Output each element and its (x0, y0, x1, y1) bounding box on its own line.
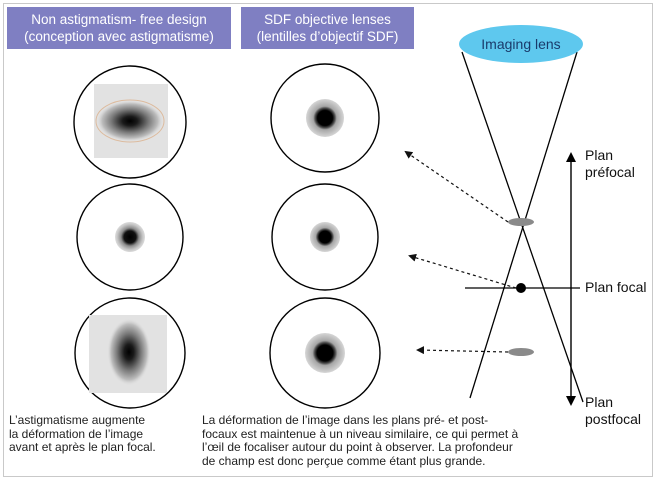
postfocal-arrow (416, 346, 509, 355)
astig-prefocal-spot (96, 100, 164, 142)
label-focal-plane: Plan focal (585, 279, 647, 295)
caption-left-line: la déformation de l’image (9, 426, 144, 441)
focal-point (516, 283, 526, 293)
imaging-lens (459, 25, 583, 63)
caption-left-line: L’astigmatisme augmente (9, 413, 146, 427)
depth-axis-arrow-up (566, 152, 576, 162)
postfocal-cross-section (508, 348, 534, 356)
header-sdf-line1: SDF objective lenses (264, 12, 391, 27)
header-sdf-lenses: SDF objective lenses (lentilles d’object… (241, 7, 414, 49)
label-postfocal-line2: postfocal (585, 411, 642, 427)
astig-focal-spot (115, 222, 145, 252)
astig-postfocal-spot (107, 318, 151, 386)
caption-right-line: l’œil de focaliser autour du point à obs… (202, 440, 513, 454)
sdf-prefocal-sample (270, 63, 380, 173)
imaging-lens-label: Imaging lens (481, 36, 560, 52)
prefocal-arrow (404, 150, 509, 223)
sdf-postfocal-sample (269, 297, 381, 409)
caption-right-line: de champ est donc perçue comme étant plu… (202, 453, 486, 468)
label-postfocal-line1: Plan (585, 394, 614, 410)
caption-right-line: La déformation de l’image dans les plans… (202, 413, 489, 427)
caption-sdf: La déformation de l’image dans les plans… (202, 413, 602, 468)
astig-focal-sample (76, 183, 184, 291)
sdf-focal-sample (271, 183, 379, 291)
depth-axis-arrow-down (566, 396, 576, 406)
prefocal-cross-section (508, 218, 534, 226)
label-prefocal-line1: Plan (585, 147, 614, 163)
sdf-focal-spot (310, 222, 340, 252)
sdf-postfocal-spot (305, 333, 345, 373)
focal-arrow (408, 253, 517, 289)
astig-postfocal-sample (74, 297, 186, 409)
label-prefocal-line2: préfocal (585, 164, 635, 180)
figure-frame (3, 3, 653, 477)
caption-right-line: focaux est maintenue à un niveau similai… (202, 426, 519, 441)
label-prefocal-plane: Plan préfocal (585, 147, 635, 181)
label-postfocal-plane: Plan postfocal (585, 394, 641, 428)
caption-left-line: avant et après le plan focal. (9, 440, 156, 454)
header-sdf-line2: (lentilles d’objectif SDF) (256, 29, 399, 44)
sdf-prefocal-spot (306, 99, 344, 137)
caption-astigmatism: L’astigmatisme augmente la déformation d… (9, 413, 195, 455)
header-astig-line1: Non astigmatism- free design (31, 12, 207, 27)
header-astigmatism-design: Non astigmatism- free design (conception… (7, 7, 231, 49)
astig-prefocal-sample (73, 65, 187, 179)
header-astig-line2: (conception avec astigmatisme) (24, 29, 214, 44)
